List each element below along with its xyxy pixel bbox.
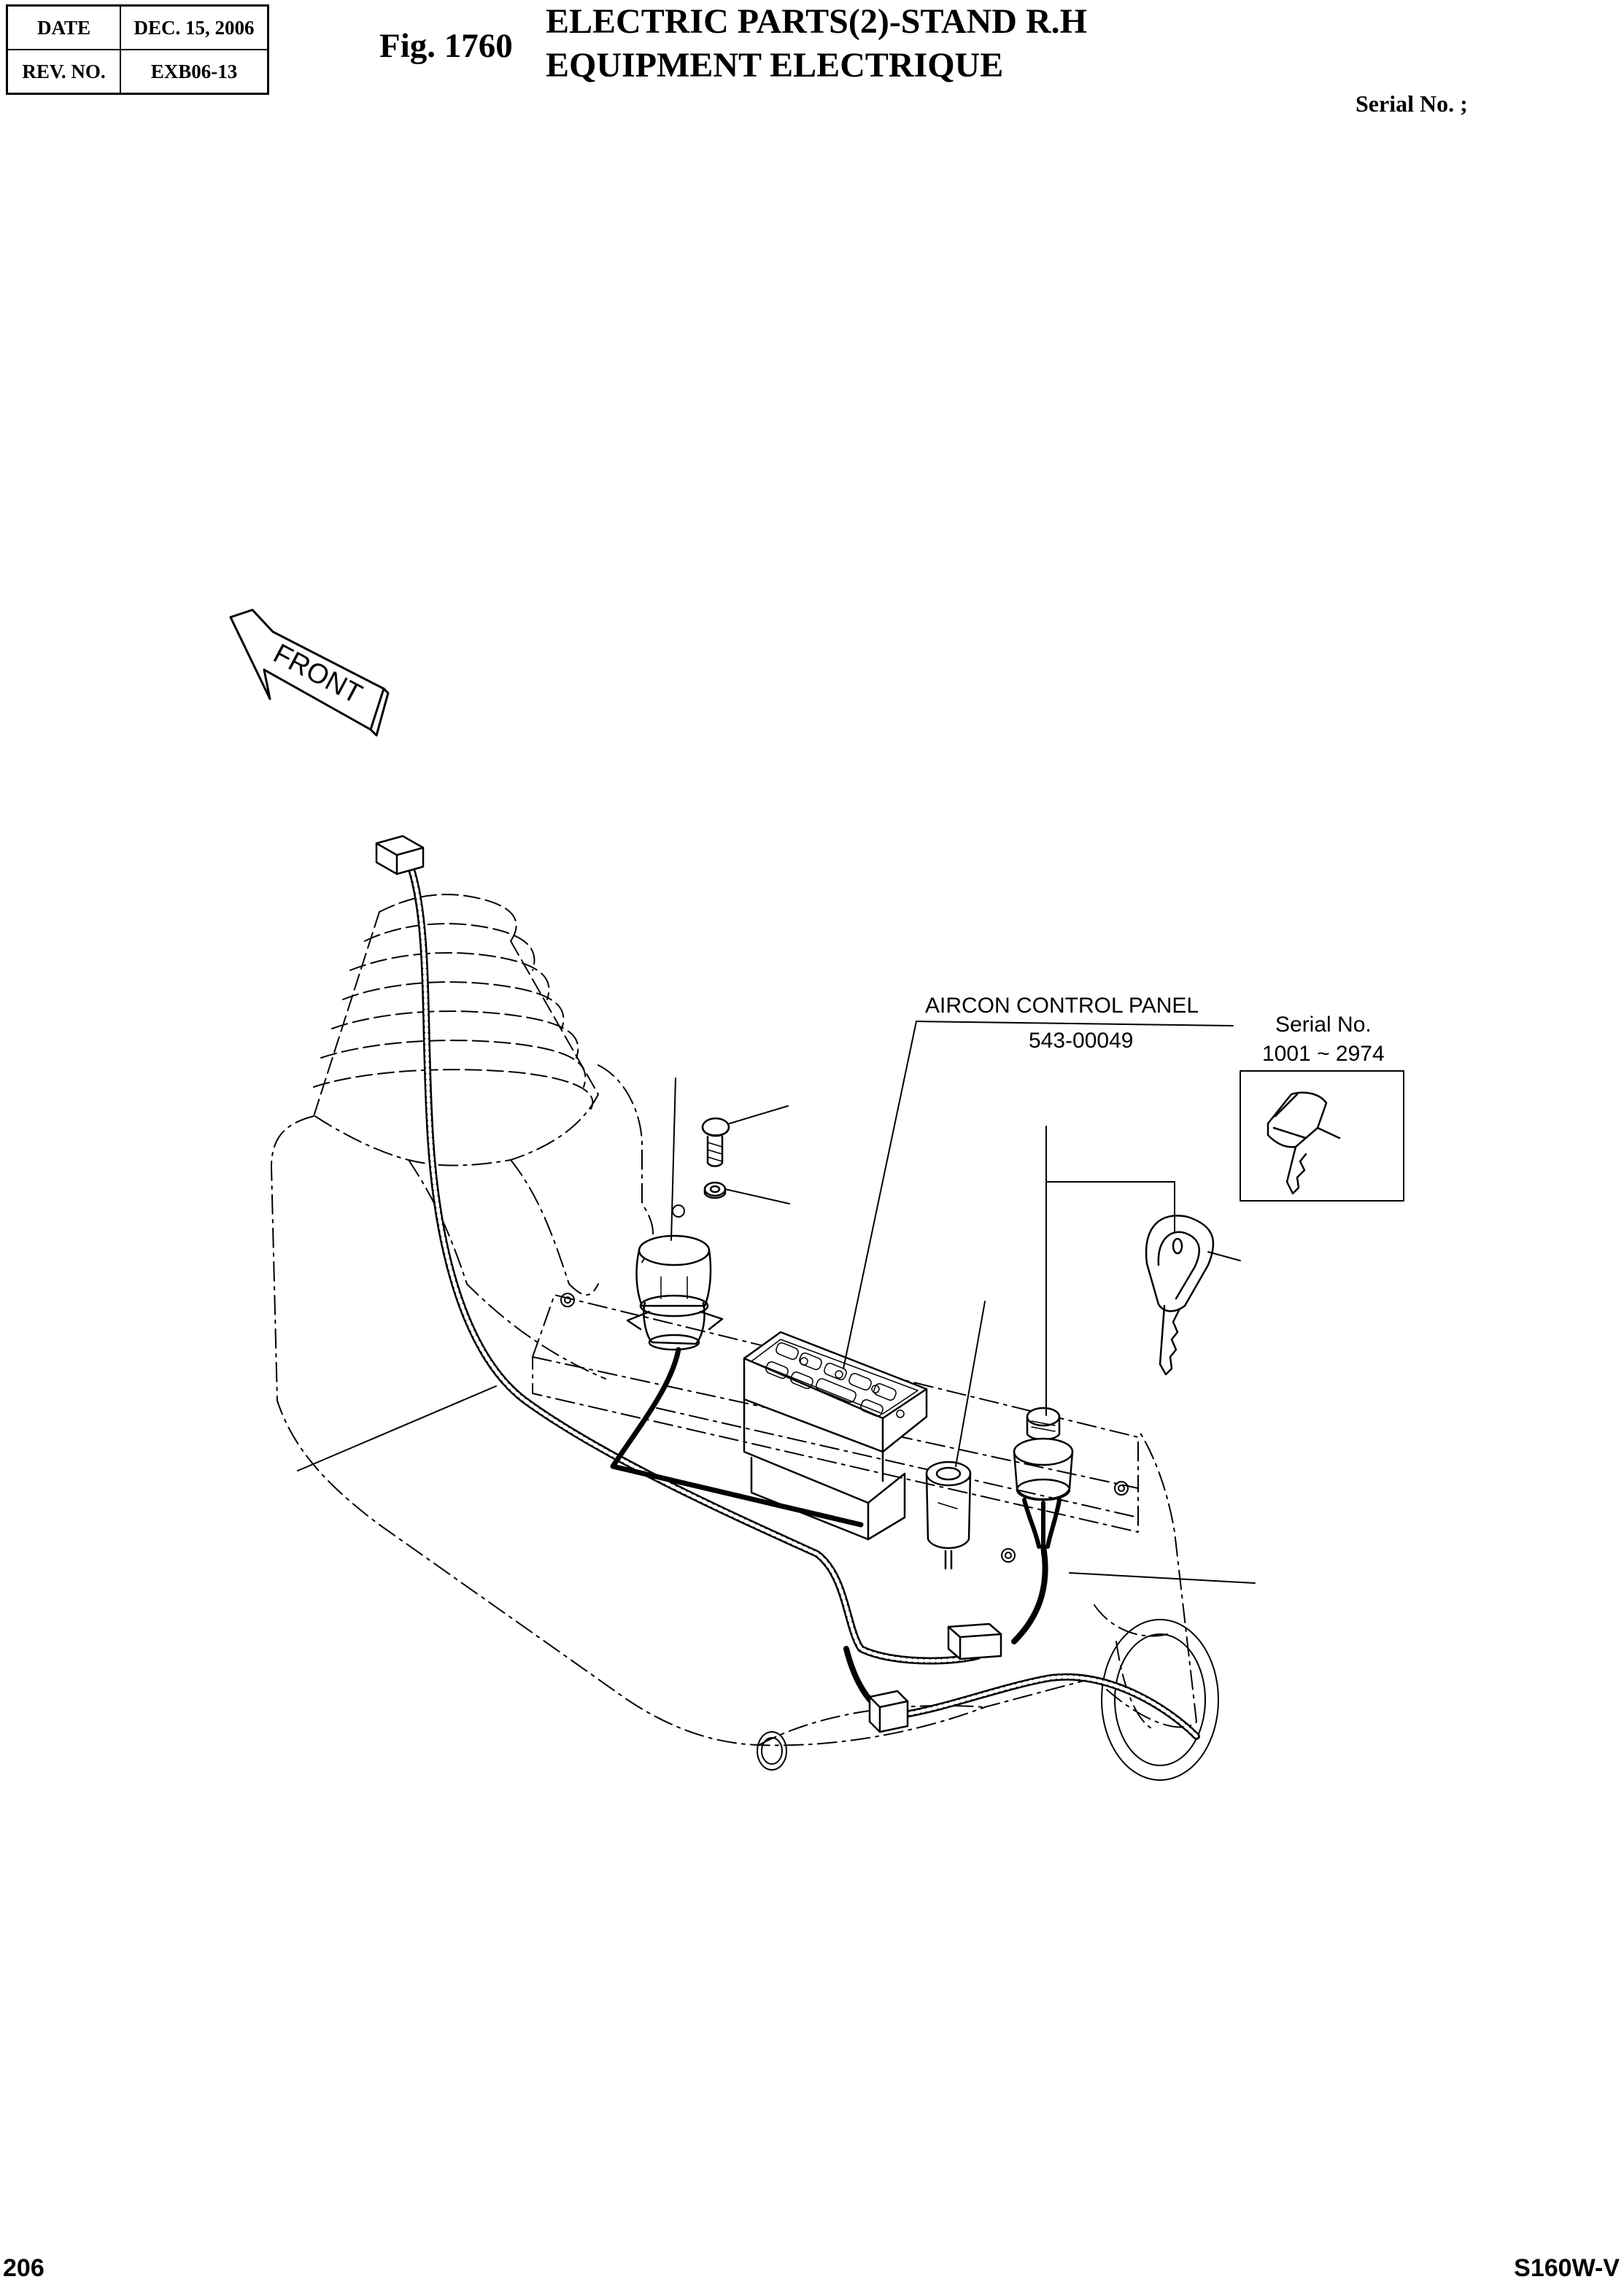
screw <box>701 1117 730 1167</box>
ignition-key <box>1145 1215 1215 1376</box>
figure-number: Fig. 1760 <box>379 27 513 65</box>
rev-value: EXB06-13 <box>120 49 269 95</box>
aircon-part-number: 543-00049 <box>1029 1029 1133 1053</box>
harness-top-connector <box>375 835 425 875</box>
serial-number-header: Serial No. ; <box>1356 90 1468 117</box>
key-serial-range: 1001 ~ 2974 <box>1262 1042 1385 1066</box>
key-inset-box <box>1240 1070 1404 1202</box>
front-arrow: FRONT <box>229 608 390 737</box>
leader-lines <box>297 1021 1256 1584</box>
rotary-switch <box>626 1234 724 1351</box>
harness-connector-1 <box>947 1622 1002 1660</box>
revision-table: DATE DEC. 15, 2006 REV. NO. EXB06-13 <box>6 4 269 95</box>
console-mounting-holes <box>560 1204 1129 1563</box>
date-value: DEC. 15, 2006 <box>120 4 269 50</box>
title-line-2: EQUIPMENT ELECTRIQUE <box>546 46 1004 85</box>
date-label: DATE <box>6 4 121 50</box>
lever-boot <box>313 894 599 1117</box>
washer <box>703 1181 727 1199</box>
page-number: 206 <box>3 2254 45 2282</box>
starter-switch <box>1013 1407 1074 1556</box>
model-name: S160W-V <box>1514 2254 1620 2282</box>
cigar-lighter <box>925 1461 972 1570</box>
harness-connector-2 <box>868 1690 909 1733</box>
rev-label: REV. NO. <box>6 49 121 95</box>
wiring-harness <box>375 835 1200 1740</box>
aircon-panel-label: AIRCON CONTROL PANEL <box>925 994 1199 1018</box>
title-line-1: ELECTRIC PARTS(2)-STAND R.H <box>546 2 1087 41</box>
aircon-control-panel <box>743 1331 928 1541</box>
key-serial-label: Serial No. <box>1275 1013 1372 1037</box>
